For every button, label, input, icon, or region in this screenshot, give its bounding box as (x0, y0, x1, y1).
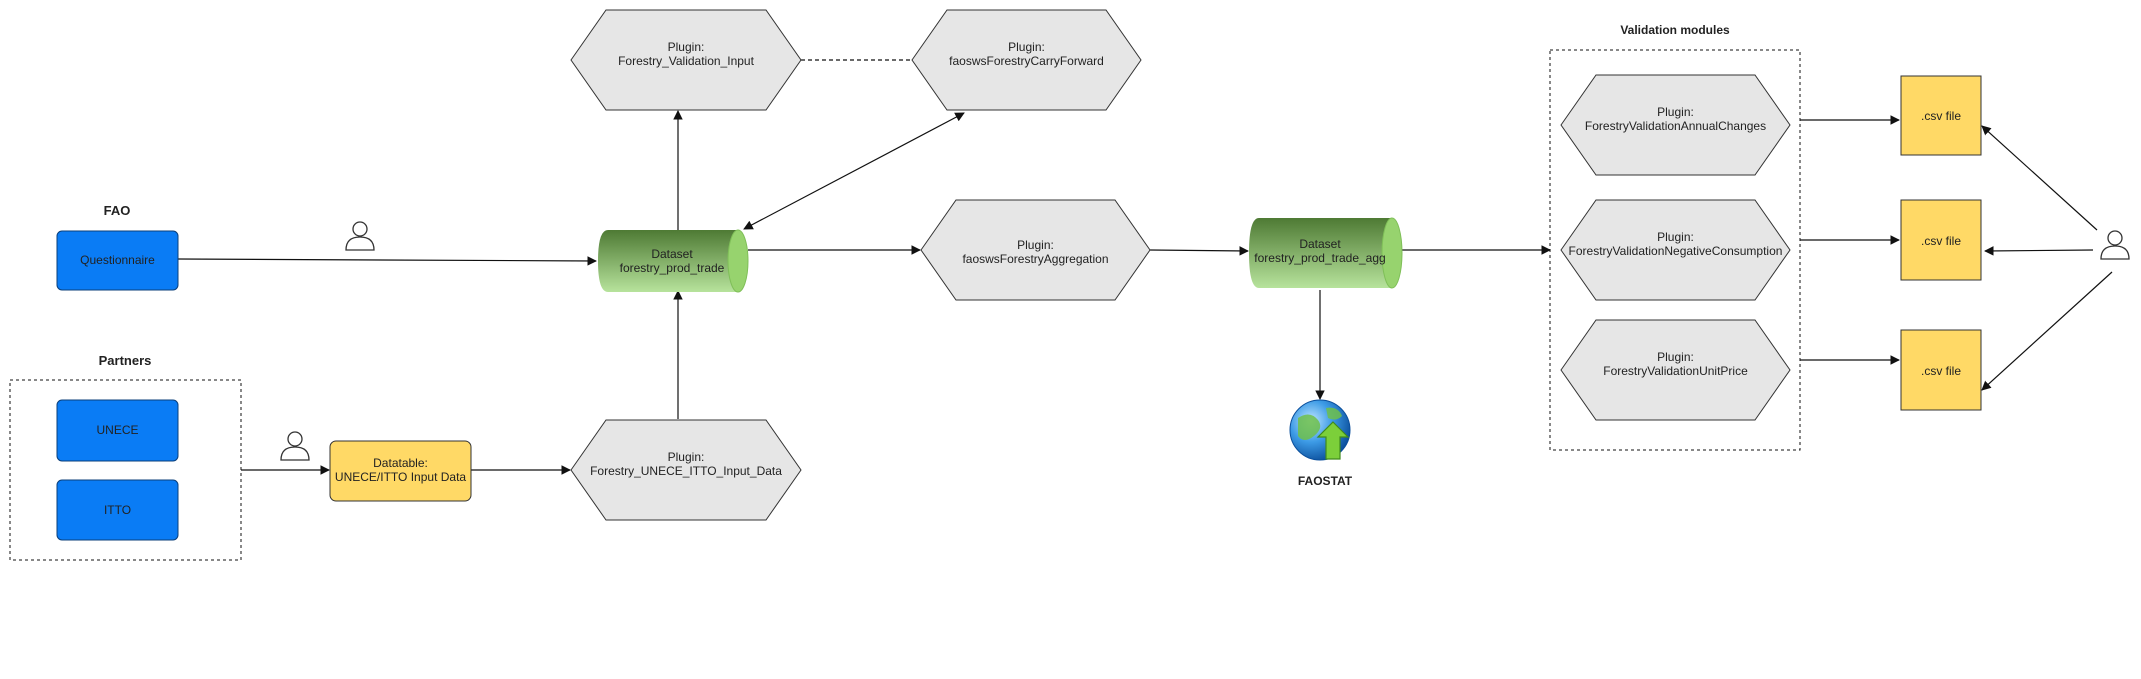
plugin-unece-itto-line-1: Plugin: (668, 450, 705, 464)
datatable-node[interactable]: Datatable: UNECE/ITTO Input Data (329, 440, 472, 502)
dataset-trade-line-1: Dataset (651, 247, 693, 261)
questionnaire-label: Questionnaire (80, 253, 155, 267)
dataset-trade-line-2: forestry_prod_trade (620, 261, 725, 275)
faostat-label: FAOSTAT (1298, 474, 1353, 488)
edge-questionnaire-to-dataset (177, 256, 597, 266)
dataset-agg-line-1: Dataset (1299, 237, 1341, 251)
plugin-unit-price-node[interactable]: Plugin: ForestryValidationUnitPrice (1560, 319, 1791, 421)
partners-group (9, 379, 242, 561)
questionnaire-node[interactable]: Questionnaire (56, 230, 179, 291)
edge-user-to-csv-3 (1981, 271, 2113, 391)
plugin-annual-changes-line-2: ForestryValidationAnnualChanges (1585, 119, 1766, 133)
plugin-validation-input-node[interactable]: Plugin: Forestry_Validation_Input (570, 9, 802, 111)
plugin-negative-consumption-line-2: ForestryValidationNegativeConsumption (1569, 244, 1783, 258)
plugin-carry-forward-line-2: faoswsForestryCarryForward (949, 54, 1104, 68)
edges (177, 59, 2113, 475)
plugin-unece-itto-node[interactable]: Plugin: Forestry_UNECE_ITTO_Input_Data (570, 419, 802, 521)
plugin-validation-input-line-2: Forestry_Validation_Input (618, 54, 755, 68)
edge-user-to-csv-1 (1981, 125, 2098, 231)
plugin-carry-forward-line-1: Plugin: (1008, 40, 1045, 54)
csv-file-node-3[interactable]: .csv file (1900, 329, 1982, 411)
unece-node[interactable]: UNECE (56, 399, 179, 462)
plugin-unit-price-line-2: ForestryValidationUnitPrice (1603, 364, 1748, 378)
plugin-aggregation-line-1: Plugin: (1017, 238, 1054, 252)
fao-label: FAO (104, 203, 131, 218)
validation-modules-group (1549, 49, 1801, 451)
csv-file-node-1[interactable]: .csv file (1900, 75, 1982, 156)
plugin-unece-itto-line-2: Forestry_UNECE_ITTO_Input_Data (590, 464, 782, 478)
edge-aggregation-to-dataset-agg (1149, 246, 1249, 256)
plugin-unit-price-line-1: Plugin: (1657, 350, 1694, 364)
globe-upload-icon (1289, 399, 1351, 461)
partners-label: Partners (99, 353, 152, 368)
user-icon (2100, 230, 2130, 260)
edge-user-to-csv-2 (1984, 246, 2094, 256)
plugin-negative-consumption-line-1: Plugin: (1657, 230, 1694, 244)
plugin-aggregation-node[interactable]: Plugin: faoswsForestryAggregation (920, 199, 1151, 301)
dataset-agg-line-2: forestry_prod_trade_agg (1254, 251, 1385, 265)
csv-file-node-2[interactable]: .csv file (1900, 199, 1982, 281)
itto-node[interactable]: ITTO (56, 479, 179, 541)
validation-modules-label: Validation modules (1620, 23, 1730, 37)
csv-file-label-2: .csv file (1921, 234, 1961, 248)
plugin-negative-consumption-node[interactable]: Plugin: ForestryValidationNegativeConsum… (1560, 199, 1791, 301)
plugin-annual-changes-node[interactable]: Plugin: ForestryValidationAnnualChanges (1560, 74, 1791, 176)
plugin-carry-forward-node[interactable]: Plugin: faoswsForestryCarryForward (911, 9, 1142, 111)
itto-label: ITTO (104, 503, 131, 517)
plugin-aggregation-line-2: faoswsForestryAggregation (962, 252, 1108, 266)
dataset-agg-node[interactable]: Dataset forestry_prod_trade_agg (1249, 217, 1403, 289)
user-icon (280, 431, 310, 461)
plugin-annual-changes-line-1: Plugin: (1657, 105, 1694, 119)
edge-dataset-carry-forward (743, 112, 965, 230)
datatable-line-1: Datatable: (373, 456, 428, 470)
datatable-line-2: UNECE/ITTO Input Data (335, 470, 466, 484)
csv-file-label-1: .csv file (1921, 109, 1961, 123)
csv-file-label-3: .csv file (1921, 364, 1961, 378)
dataset-trade-node[interactable]: Dataset forestry_prod_trade (598, 229, 749, 293)
unece-label: UNECE (96, 423, 138, 437)
plugin-validation-input-line-1: Plugin: (668, 40, 705, 54)
user-icon (345, 221, 375, 251)
